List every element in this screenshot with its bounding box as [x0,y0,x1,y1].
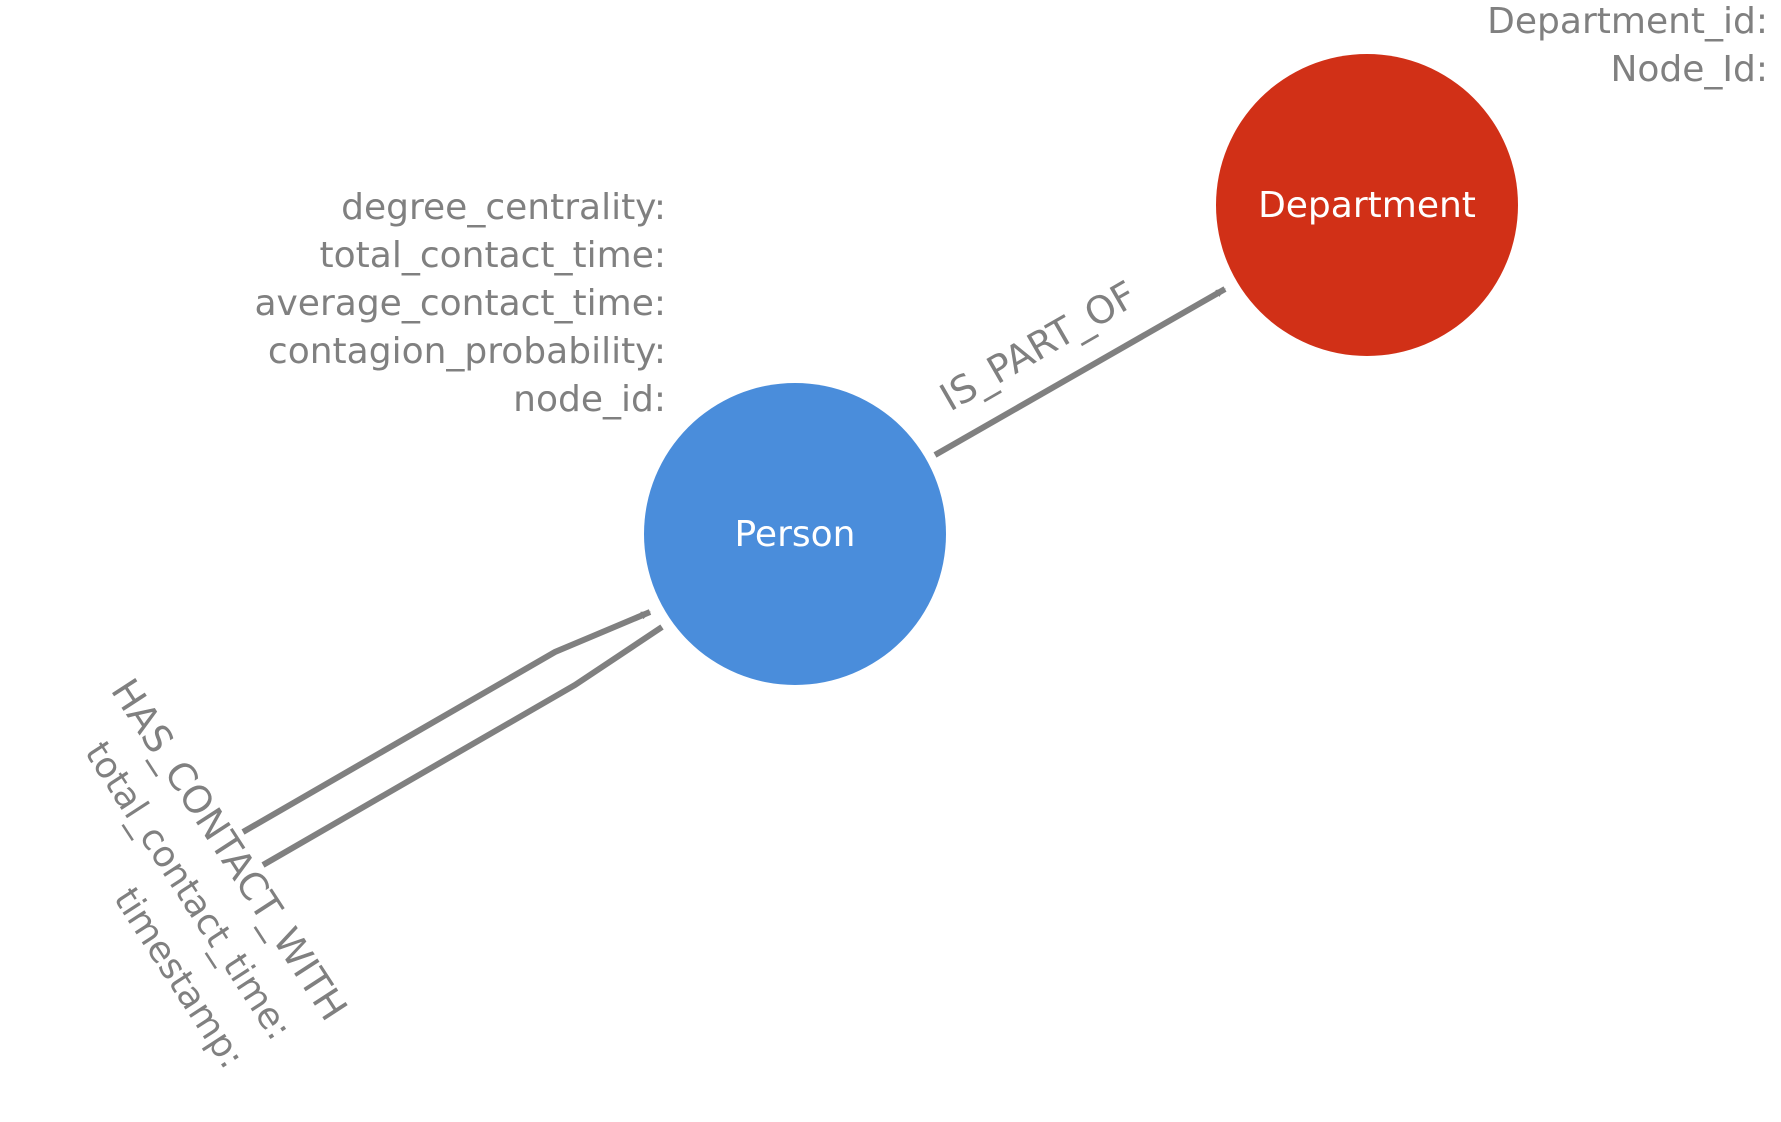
department-circle[interactable] [1216,54,1518,356]
department-property: Department_id: [1487,1,1768,42]
person-property: average_contact_time: [254,283,666,324]
department-properties: Department_id: Node_Id: [1487,1,1768,90]
person-label: Person [735,514,856,555]
person-node[interactable]: Person [644,383,946,685]
has-contact-with-relationship[interactable]: HAS_CONTACT_WITH total_contact_time: tim… [76,609,664,1076]
has-contact-with-edge-incoming[interactable] [241,609,652,835]
person-circle[interactable] [644,383,946,685]
person-properties: degree_centrality: total_contact_time: a… [254,187,666,420]
person-property: degree_centrality: [341,187,666,228]
person-property: node_id: [513,379,666,420]
is-part-of-edge[interactable] [933,286,1227,458]
department-node[interactable]: Department [1216,54,1518,356]
person-property: total_contact_time: [320,235,667,276]
has-contact-with-edge-outgoing[interactable] [261,624,664,868]
person-property: contagion_probability: [268,331,666,372]
department-label: Department [1258,185,1476,226]
department-property: Node_Id: [1610,49,1768,90]
is-part-of-relationship[interactable]: IS_PART_OF [933,272,1227,458]
